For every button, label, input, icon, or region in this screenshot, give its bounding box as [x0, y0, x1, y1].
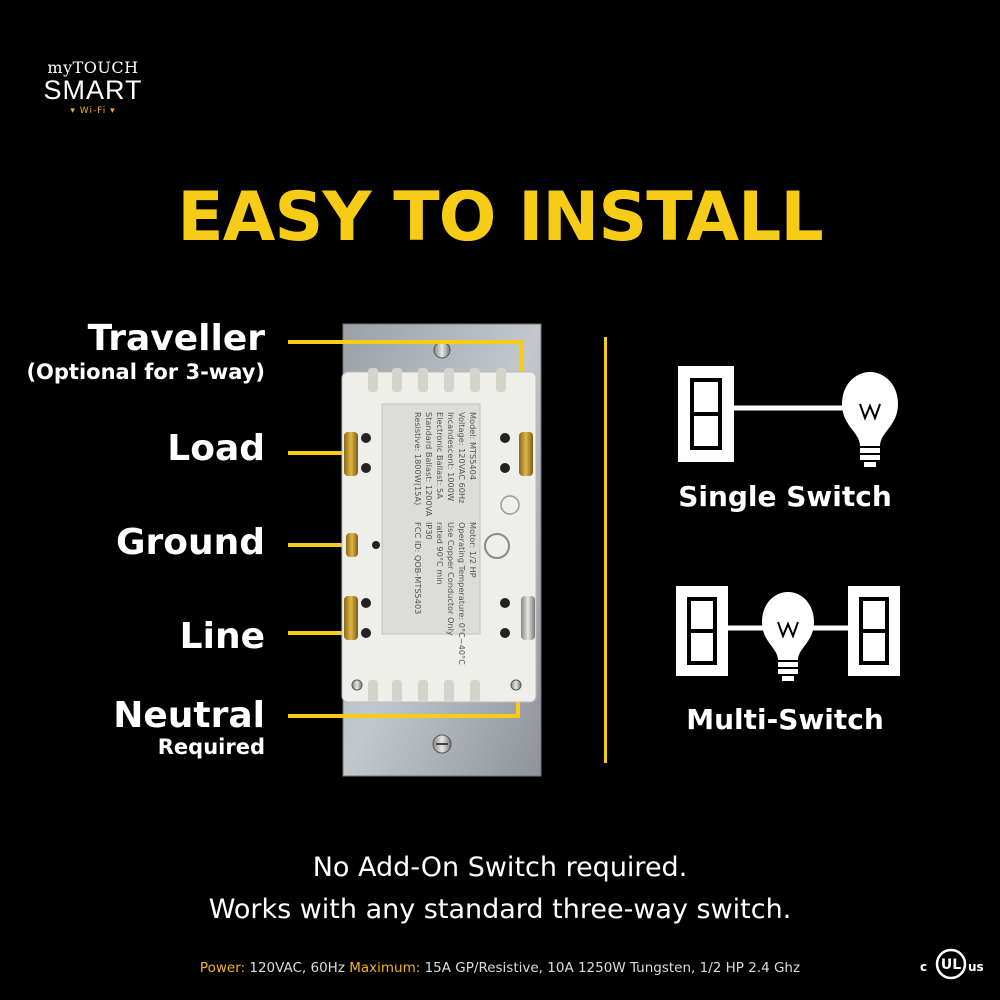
- label-left-line: Resistive: 1800W(15A): [413, 412, 423, 505]
- bottom-line-1: No Add-On Switch required.: [312, 852, 688, 883]
- label-ul-mark: [500, 495, 520, 515]
- label-left-line: Incandescent: 1000W: [446, 412, 456, 501]
- light-bulb-icon: [762, 592, 814, 681]
- cert-c: c: [920, 960, 927, 974]
- label-left-line: Voltage: 120VAC 60Hz: [457, 412, 467, 503]
- cert-ul: UL: [941, 957, 961, 973]
- label-line: Line: [179, 616, 265, 657]
- product-label: [381, 403, 481, 635]
- headline: EASY TO INSTALL: [177, 178, 823, 257]
- label-right-line: Operating Temperature: 0°C~40°C: [457, 522, 467, 665]
- light-bulb-icon: [842, 372, 898, 467]
- divider: [604, 337, 607, 763]
- label-traveller: Traveller: [87, 318, 265, 359]
- logo-line2: SMART: [43, 75, 143, 105]
- label-neutral-note: Required: [157, 735, 265, 759]
- power-key: Power:: [199, 960, 246, 976]
- top-screw: [433, 341, 451, 359]
- label-ground: Ground: [115, 522, 265, 563]
- label-right-line: IP30: [424, 522, 434, 540]
- switch-icon: [848, 586, 900, 676]
- max-key: Maximum:: [349, 960, 421, 976]
- single-switch-diagram: [678, 366, 898, 467]
- brand-logo: myTOUCH SMART ▾ Wi-Fi ▾: [38, 60, 148, 116]
- label-left-line: Standard Ballast: 1200VA: [424, 412, 434, 517]
- logo-wifi: ▾ Wi-Fi ▾: [70, 106, 116, 116]
- bottom-line-2: Works with any standard three-way switch…: [208, 894, 792, 925]
- label-traveller-note: (Optional for 3-way): [26, 360, 265, 384]
- multi-switch-diagram: [676, 586, 900, 681]
- traveller-terminal-screw: [519, 432, 533, 476]
- label-left-line: Electronic Ballast: 5A: [435, 412, 445, 499]
- neutral-terminal-screw: [521, 596, 535, 640]
- label-load: Load: [167, 428, 265, 469]
- ge-mark: [484, 533, 510, 559]
- max-value: 15A GP/Resistive, 10A 1250W Tungsten, 1/…: [420, 960, 801, 976]
- label-right-line: rated 90°C min: [435, 522, 445, 585]
- label-left-line: Model: MTS5404: [468, 412, 478, 480]
- label-right-line: Motor: 1/2 HP: [468, 522, 478, 578]
- logo-line1: myTOUCH: [47, 58, 139, 77]
- cert-us: us: [968, 960, 984, 974]
- culus-certification-icon: c UL us: [920, 948, 984, 980]
- label-right-line: FCC ID: QOB-MTS5403: [413, 522, 423, 614]
- label-right-line: Use Copper Conductor Only: [446, 522, 456, 636]
- switch-device-illustration: Model: MTS5404 Voltage: 120VAC 60Hz Inca…: [288, 323, 542, 777]
- line-terminal-screw: [344, 596, 358, 640]
- specs-line: Power: 120VAC, 60Hz Maximum: 15A GP/Resi…: [0, 960, 1000, 976]
- power-value: 120VAC, 60Hz: [245, 960, 350, 976]
- single-switch-label: Single Switch: [678, 480, 892, 513]
- multi-switch-label: Multi-Switch: [686, 703, 884, 736]
- load-terminal-screw: [344, 432, 358, 476]
- switch-icon: [678, 366, 734, 462]
- ground-terminal-screw: [346, 533, 358, 557]
- label-neutral: Neutral: [113, 695, 265, 736]
- switch-icon: [676, 586, 728, 676]
